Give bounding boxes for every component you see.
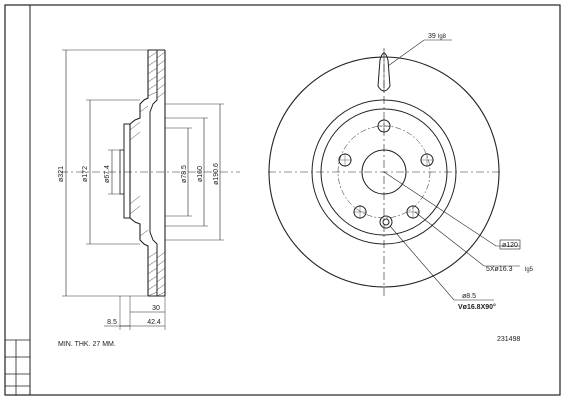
dim-label-67-4: ø67.4 <box>104 165 111 183</box>
pcd-label: ø120 <box>502 242 518 249</box>
front-view: 39 lg8 ø120 5Xø16.3 lg5 ø8.5 Vø16.8X90° <box>268 33 534 311</box>
center-bore <box>361 149 407 195</box>
braking-surface-inner-edge <box>311 99 457 245</box>
bolts-suffix: lg5 <box>525 267 534 273</box>
title-block-left <box>5 339 30 395</box>
dim-label-78-5: ø78.5 <box>181 165 188 183</box>
dim-label-8-5: 8.5 <box>107 319 117 326</box>
slot-angle-unit: lg8 <box>438 34 447 40</box>
dim-label-190-6: ø190.6 <box>213 163 220 185</box>
disc-section-outline <box>119 49 166 297</box>
min-thickness-note: MIN. THK. 27 MM. <box>58 341 116 348</box>
pcd-label-box <box>499 239 521 250</box>
front-leaders <box>383 39 520 301</box>
section-hatching <box>129 51 166 297</box>
drawing-frame <box>4 4 561 396</box>
dim-label-42-4: 42.4 <box>147 319 161 326</box>
dim-label-172: ø172 <box>82 166 89 182</box>
side-extension-lines <box>62 49 224 330</box>
bolts-label: 5Xø16.3 <box>486 266 513 273</box>
dim-label-321: ø321 <box>58 166 65 182</box>
part-number: 231498 <box>497 336 520 343</box>
side-dimension-lines <box>65 50 221 327</box>
locating-hole-countersink <box>379 215 393 229</box>
dim-label-30: 30 <box>152 305 160 312</box>
dim-label-160: ø160 <box>197 166 204 182</box>
slot-angle-label: 39 <box>428 33 436 40</box>
wheel-bolt-holes <box>338 119 434 219</box>
hole-label: ø8.5 <box>462 293 476 300</box>
hat-outer-edge <box>320 108 448 236</box>
countersink-label: Vø16.8X90° <box>458 303 496 311</box>
side-view: ø321 ø172 ø67.4 ø78.5 ø160 ø190.6 30 8.5… <box>58 49 240 330</box>
locating-hole <box>382 218 390 226</box>
wear-slot <box>377 52 391 92</box>
